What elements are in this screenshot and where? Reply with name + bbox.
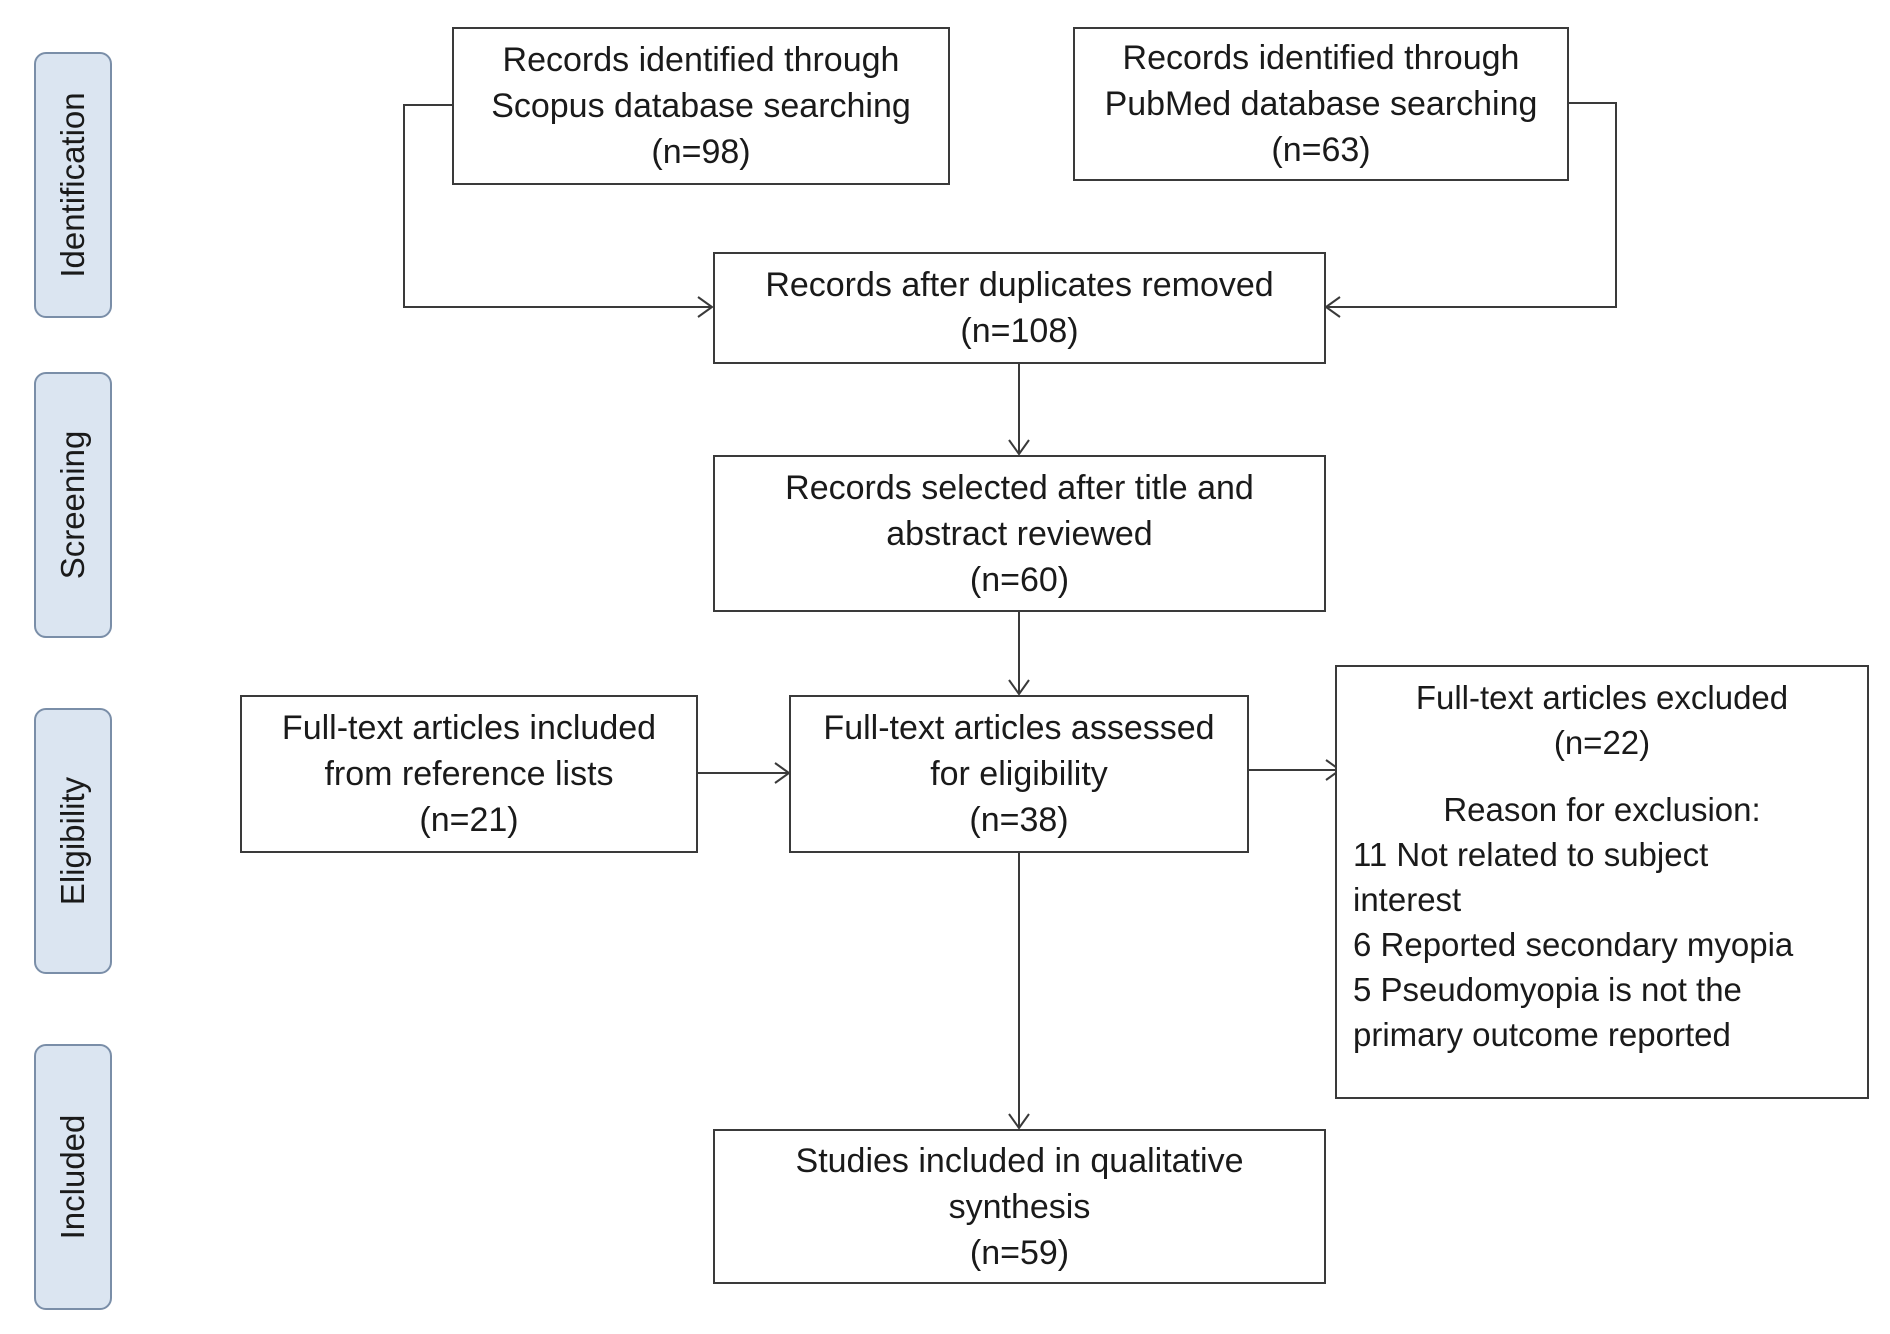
excluded-reason-line: 11 Not related to subject (1353, 836, 1709, 873)
box-count: (n=59) (969, 1233, 1070, 1272)
excluded-reason-heading: Reason for exclusion: (1443, 791, 1761, 828)
stage-screening: Screening (34, 372, 112, 638)
box-duplicates-removed: Records after duplicates removed (n=108) (713, 252, 1326, 364)
excluded-reason-line: 5 Pseudomyopia is not the (1353, 971, 1742, 1008)
box-studies-included: Studies included in qualitative synthesi… (713, 1129, 1326, 1284)
box-reference-lists: Full-text articles included from referen… (240, 695, 698, 853)
box-assessed-eligibility: Full-text articles assessed for eligibil… (789, 695, 1249, 853)
excluded-reason-line: primary outcome reported (1353, 1016, 1731, 1053)
stage-eligibility: Eligibility (34, 708, 112, 974)
excluded-reason-line: interest (1353, 881, 1462, 918)
box-line: synthesis (948, 1187, 1091, 1226)
box-count: (n=108) (960, 312, 1079, 350)
box-line: Records identified through (502, 41, 900, 79)
box-line: from reference lists (324, 755, 614, 793)
box-line: abstract reviewed (886, 514, 1153, 553)
box-count: (n=63) (1271, 131, 1371, 169)
excluded-count: (n=22) (1553, 724, 1651, 761)
box-scopus-records: Records identified through Scopus databa… (452, 27, 950, 185)
box-line: PubMed database searching (1104, 85, 1538, 123)
arrow-scopus-to-dedup (403, 104, 712, 308)
arrowhead-scopus-to-dedup (697, 296, 714, 318)
box-count: (n=38) (969, 801, 1069, 839)
stage-identification: Identification (34, 52, 112, 318)
box-line: Scopus database searching (491, 87, 911, 125)
box-full-text-excluded: Full-text articles excluded (n=22) Reaso… (1335, 665, 1869, 1099)
box-line: Records after duplicates removed (765, 266, 1274, 304)
box-count: (n=98) (651, 133, 751, 171)
arrowhead-screened-to-assessed (1008, 679, 1030, 696)
box-line: for eligibility (930, 755, 1108, 793)
box-title-abstract-screened: Records selected after title and abstrac… (713, 455, 1326, 612)
box-count: (n=60) (969, 560, 1070, 599)
arrowhead-dedup-to-screened (1008, 439, 1030, 456)
box-pubmed-records: Records identified through PubMed databa… (1073, 27, 1569, 181)
box-line: Full-text articles assessed (823, 709, 1215, 747)
box-line: Studies included in qualitative (795, 1141, 1244, 1180)
box-line: Records selected after title and (785, 468, 1254, 507)
excluded-title: Full-text articles excluded (1415, 679, 1789, 716)
excluded-reason-line: 6 Reported secondary myopia (1353, 926, 1794, 963)
box-line: Records identified through (1122, 39, 1520, 77)
box-line: Full-text articles included (281, 709, 657, 747)
box-count: (n=21) (419, 801, 519, 839)
arrowhead-assessed-to-included (1008, 1113, 1030, 1130)
arrowhead-pubmed-to-dedup (1324, 296, 1341, 318)
arrow-pubmed-to-dedup (1326, 102, 1617, 308)
stage-included: Included (34, 1044, 112, 1310)
